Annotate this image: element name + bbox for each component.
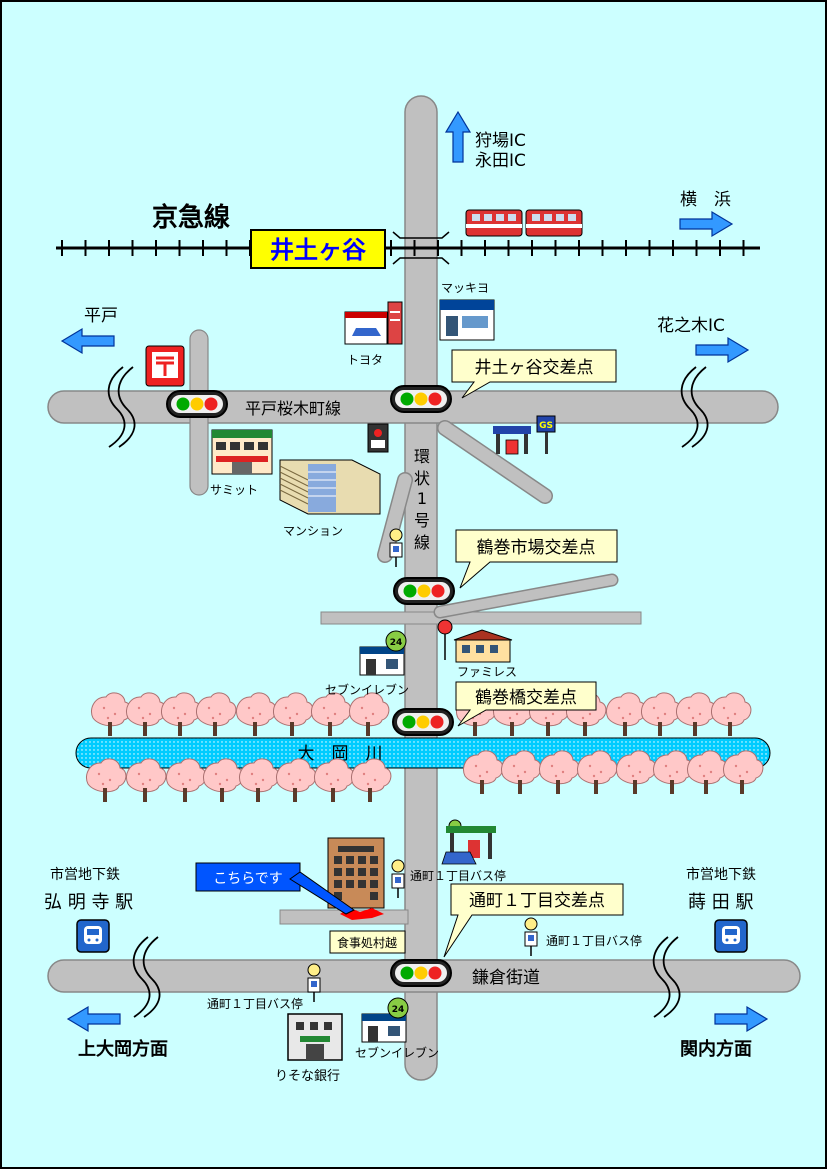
- bus-stop-label-1: 通町１丁目バス停: [410, 868, 506, 883]
- fork-knife-icon: [437, 619, 453, 660]
- traffic-signal-icon: [392, 708, 454, 736]
- north-ic-label-2: 永田IC: [475, 151, 526, 171]
- subway-station-icon: [76, 919, 110, 953]
- callout-idogaya: 井土ヶ谷交差点: [451, 349, 617, 399]
- yokohama-label: 横 浜: [680, 190, 731, 210]
- here-callout: こちらです: [195, 862, 355, 915]
- summit-store-icon: [211, 429, 273, 475]
- seven-eleven-label-1: セブンイレブン: [325, 682, 409, 697]
- hirado-sakuragicho-label: 平戸桜木町線: [245, 399, 341, 418]
- traffic-signal-icon: [166, 390, 228, 418]
- arrow-left-hirado-icon: [60, 327, 115, 355]
- station-label-box: [250, 229, 386, 269]
- toyota-label: トヨタ: [347, 353, 383, 367]
- idogaya-station-label: 井土ヶ谷: [270, 236, 367, 264]
- arrow-left-kamiooka-icon: [66, 1005, 121, 1033]
- family-restaurant-icon: [453, 629, 513, 663]
- svg-text:鶴巻市場交差点: 鶴巻市場交差点: [477, 538, 596, 558]
- bus-stop-icon: [391, 859, 405, 899]
- svg-text:号: 号: [414, 511, 430, 530]
- traffic-signal-icon: [390, 959, 452, 987]
- famires-label: ファミレス: [457, 665, 517, 679]
- callout-tsurumakibashi: 鶴巻橋交差点: [455, 681, 597, 727]
- svg-text:状: 状: [414, 469, 430, 488]
- gas-station-2-icon: [441, 819, 496, 865]
- north-ic-label-1: 狩場IC: [475, 131, 526, 151]
- keikyu-train-icon: [465, 209, 583, 237]
- diagonal-road-east: [438, 421, 552, 503]
- toyota-dealer-icon: [344, 301, 403, 345]
- mansion-building-icon: [279, 459, 381, 515]
- mansion-label: マンション: [283, 524, 343, 538]
- kanjo1-label: 環 状 1 号 線: [414, 447, 430, 552]
- callout-tsurumaki-ichiba: 鶴巻市場交差点: [455, 529, 618, 589]
- svg-text:24: 24: [392, 1005, 405, 1015]
- arrow-up-icon: [444, 110, 472, 163]
- bus-stop-icon: [389, 528, 403, 568]
- kamakura-road-label: 鎌倉街道: [472, 968, 540, 988]
- left-station-operator: 市営地下鉄: [50, 866, 120, 883]
- svg-text:通町１丁目交差点: 通町１丁目交差点: [469, 891, 605, 911]
- bus-stop-label-3: 通町１丁目バス停: [207, 996, 303, 1011]
- bus-stop-label-2: 通町１丁目バス停: [546, 933, 642, 948]
- keikyu-railway: [56, 240, 760, 256]
- svg-text:鶴巻橋交差点: 鶴巻橋交差点: [475, 688, 577, 708]
- hanano-ic-label: 花之木IC: [657, 316, 725, 336]
- svg-text:線: 線: [414, 533, 430, 552]
- svg-text:1: 1: [417, 489, 427, 508]
- matsukiyo-label: マッキヨ: [441, 281, 489, 295]
- callout-toorimachi: 通町１丁目交差点: [443, 883, 624, 958]
- diagonal-road-west: [378, 473, 412, 562]
- subway-station-icon: [714, 919, 748, 953]
- matsukiyo-store-icon: [439, 299, 495, 341]
- ichiba-diagonal-road: [435, 575, 617, 617]
- ichiba-road: [320, 611, 642, 625]
- post-office-icon: [145, 345, 185, 387]
- svg-text:24: 24: [390, 638, 403, 648]
- shokujidokoro-label: 食事処村越: [337, 935, 397, 950]
- arrow-right-kannai-icon: [714, 1005, 769, 1033]
- summit-label: サミット: [210, 483, 258, 497]
- bus-stop-icon: [307, 963, 321, 1003]
- here-label: こちらです: [213, 871, 283, 887]
- arrow-right-hanano-icon: [695, 336, 750, 364]
- seven-eleven-label-2: セブンイレブン: [355, 1045, 439, 1060]
- gas-station-icon: GS: [493, 415, 556, 455]
- resona-bank-icon: [287, 1013, 343, 1061]
- right-station-name: 蒔 田 駅: [688, 892, 753, 913]
- kannai-label: 関内方面: [680, 1038, 752, 1060]
- hirado-label: 平戸: [84, 306, 118, 326]
- arrow-right-yokohama-icon: [679, 210, 734, 238]
- gas-station-sign-icon: [367, 423, 389, 453]
- gs-label: GS: [539, 421, 553, 431]
- traffic-signal-icon: [390, 385, 452, 413]
- bus-stop-icon: [524, 917, 538, 957]
- kamiooka-label: 上大岡方面: [78, 1038, 168, 1060]
- left-station-name: 弘 明 寺 駅: [44, 892, 133, 913]
- river-label: 大 岡 川: [298, 744, 383, 764]
- svg-text:環: 環: [414, 447, 430, 466]
- destination-building-icon: [327, 837, 385, 909]
- svg-text:井土ヶ谷交差点: 井土ヶ谷交差点: [475, 358, 594, 378]
- right-station-operator: 市営地下鉄: [686, 866, 756, 883]
- traffic-signal-icon: [393, 577, 455, 605]
- railway-line-label: 京急線: [152, 202, 230, 233]
- resona-label: りそな銀行: [275, 1069, 340, 1084]
